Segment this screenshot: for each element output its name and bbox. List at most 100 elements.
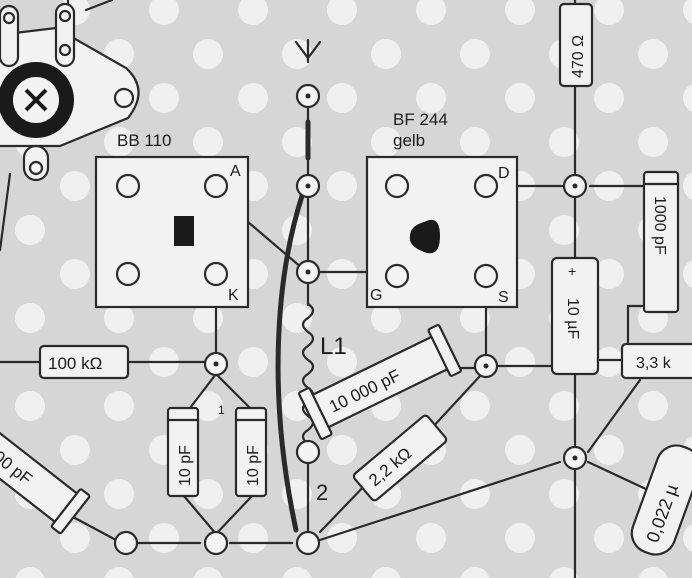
perfboard-hole	[60, 171, 90, 201]
perfboard-hole	[238, 347, 268, 377]
wire-10pf-d	[214, 494, 254, 536]
capacitor-10pf-right: 10 pF	[234, 406, 268, 498]
coil-label: L1	[320, 333, 347, 360]
resistor-470: 470 Ω	[558, 2, 594, 88]
perfboard-hole	[15, 391, 45, 421]
fet-pin	[384, 173, 410, 199]
perfboard-hole	[193, 479, 223, 509]
perfboard-hole	[282, 567, 312, 578]
perfboard-hole	[549, 479, 579, 509]
perfboard-hole	[104, 303, 134, 333]
wire-0022-lead	[586, 460, 650, 492]
perfboard-hole	[60, 523, 90, 553]
wire-3k3-diag	[586, 378, 642, 454]
fet-pin-g-label: G	[370, 287, 382, 304]
capacitor-10uf-label: 10 µF	[564, 298, 581, 339]
perfboard-hole	[327, 83, 357, 113]
node-bottom-left	[113, 530, 139, 556]
node-source-center	[483, 363, 489, 369]
perfboard-hole	[638, 39, 668, 69]
perfboard-hole	[460, 39, 490, 69]
capacitor-10pf-left: 10 pF	[166, 406, 200, 498]
perfboard-hole	[460, 391, 490, 421]
capacitor-1000pf: 1000 pF	[642, 170, 680, 314]
perfboard-hole	[104, 479, 134, 509]
perfboard-hole	[238, 0, 268, 25]
node-gate-center	[305, 269, 311, 275]
perfboard-hole	[460, 303, 490, 333]
perfboard-hole	[683, 260, 692, 288]
node-varicap-k-center	[213, 361, 219, 367]
resistor-100k-label: 100 kΩ	[48, 354, 102, 373]
resistor-470-body	[558, 2, 594, 88]
fet-color-label: gelb	[393, 131, 425, 150]
perfboard-hole	[60, 435, 90, 465]
potentiometer-pin	[58, 9, 72, 23]
fet-type-label: BF 244	[393, 110, 448, 129]
perfboard-hole	[327, 259, 357, 289]
wire-pot-lead	[0, 172, 12, 252]
wires	[0, 0, 662, 578]
perfboard-hole	[104, 391, 134, 421]
coil-tap-label: 2	[316, 480, 328, 505]
perfboard-hole	[683, 172, 692, 200]
perfboard-hole	[327, 171, 357, 201]
perfboard-hole	[371, 39, 401, 69]
small-mark-label: 1	[218, 403, 225, 417]
wire-pot-diag	[84, 0, 114, 12]
perfboard-hole	[149, 523, 179, 553]
perfboard-hole	[282, 127, 312, 157]
perfboard-hole	[327, 523, 357, 553]
perfboard-hole	[549, 567, 579, 578]
varicap-marker	[174, 216, 194, 246]
wire-10pf-b	[214, 372, 252, 410]
varicap-pin	[115, 173, 141, 199]
capacitor-10uf-plus: +	[568, 263, 576, 279]
perfboard-hole	[594, 83, 624, 113]
perfboard-hole	[416, 83, 446, 113]
perfboard-hole	[416, 523, 446, 553]
perfboard-hole	[149, 83, 179, 113]
perfboard-hole	[594, 0, 624, 25]
perfboard-hole	[505, 523, 535, 553]
perfboard-hole	[327, 435, 357, 465]
perfboard-hole	[594, 259, 624, 289]
perfboard-hole	[549, 391, 579, 421]
node-antenna-center	[305, 93, 311, 99]
potentiometer-pin	[58, 43, 72, 57]
perfboard-hole	[327, 0, 357, 25]
resistor-2k2-body	[352, 414, 448, 502]
perfboard-hole	[149, 0, 179, 25]
perfboard-hole	[638, 567, 668, 578]
perfboard-hole	[683, 524, 692, 552]
varicap-pin-k-label: K	[228, 287, 239, 304]
perfboard-hole	[594, 347, 624, 377]
resistor-3k3: 3,3 k	[620, 342, 692, 380]
capacitor-10uf: + 10 µF	[550, 256, 600, 376]
varicap-bb110: BB 110 A K	[94, 131, 250, 309]
node-ground	[295, 530, 321, 556]
perfboard-hole	[104, 567, 134, 578]
resistor-100k-body	[38, 344, 130, 380]
wire-varicap-a	[246, 220, 304, 270]
perfboard-hole	[238, 523, 268, 553]
perfboard-hole	[416, 0, 446, 25]
potentiometer	[0, 2, 140, 182]
node-coil-top-center	[305, 183, 311, 189]
resistor-3k3-label: 3,3 k	[636, 355, 672, 372]
fet-pin-g	[384, 263, 410, 289]
fet-pin-d	[473, 173, 499, 199]
capacitor-1000pf-label: 1000 pF	[651, 196, 668, 255]
perfboard-hole	[594, 435, 624, 465]
perfboard-hole	[282, 303, 312, 333]
perfboard-hole	[683, 0, 692, 24]
potentiometer-pin	[113, 87, 135, 109]
perfboard-hole	[282, 39, 312, 69]
perfboard-hole	[15, 303, 45, 333]
varicap-label: BB 110	[117, 131, 172, 150]
perfboard-hole	[193, 391, 223, 421]
varicap-pin	[115, 261, 141, 287]
capacitor-10000pf-end	[298, 387, 333, 440]
wire-loop	[275, 193, 305, 533]
perfboard-hole	[60, 259, 90, 289]
